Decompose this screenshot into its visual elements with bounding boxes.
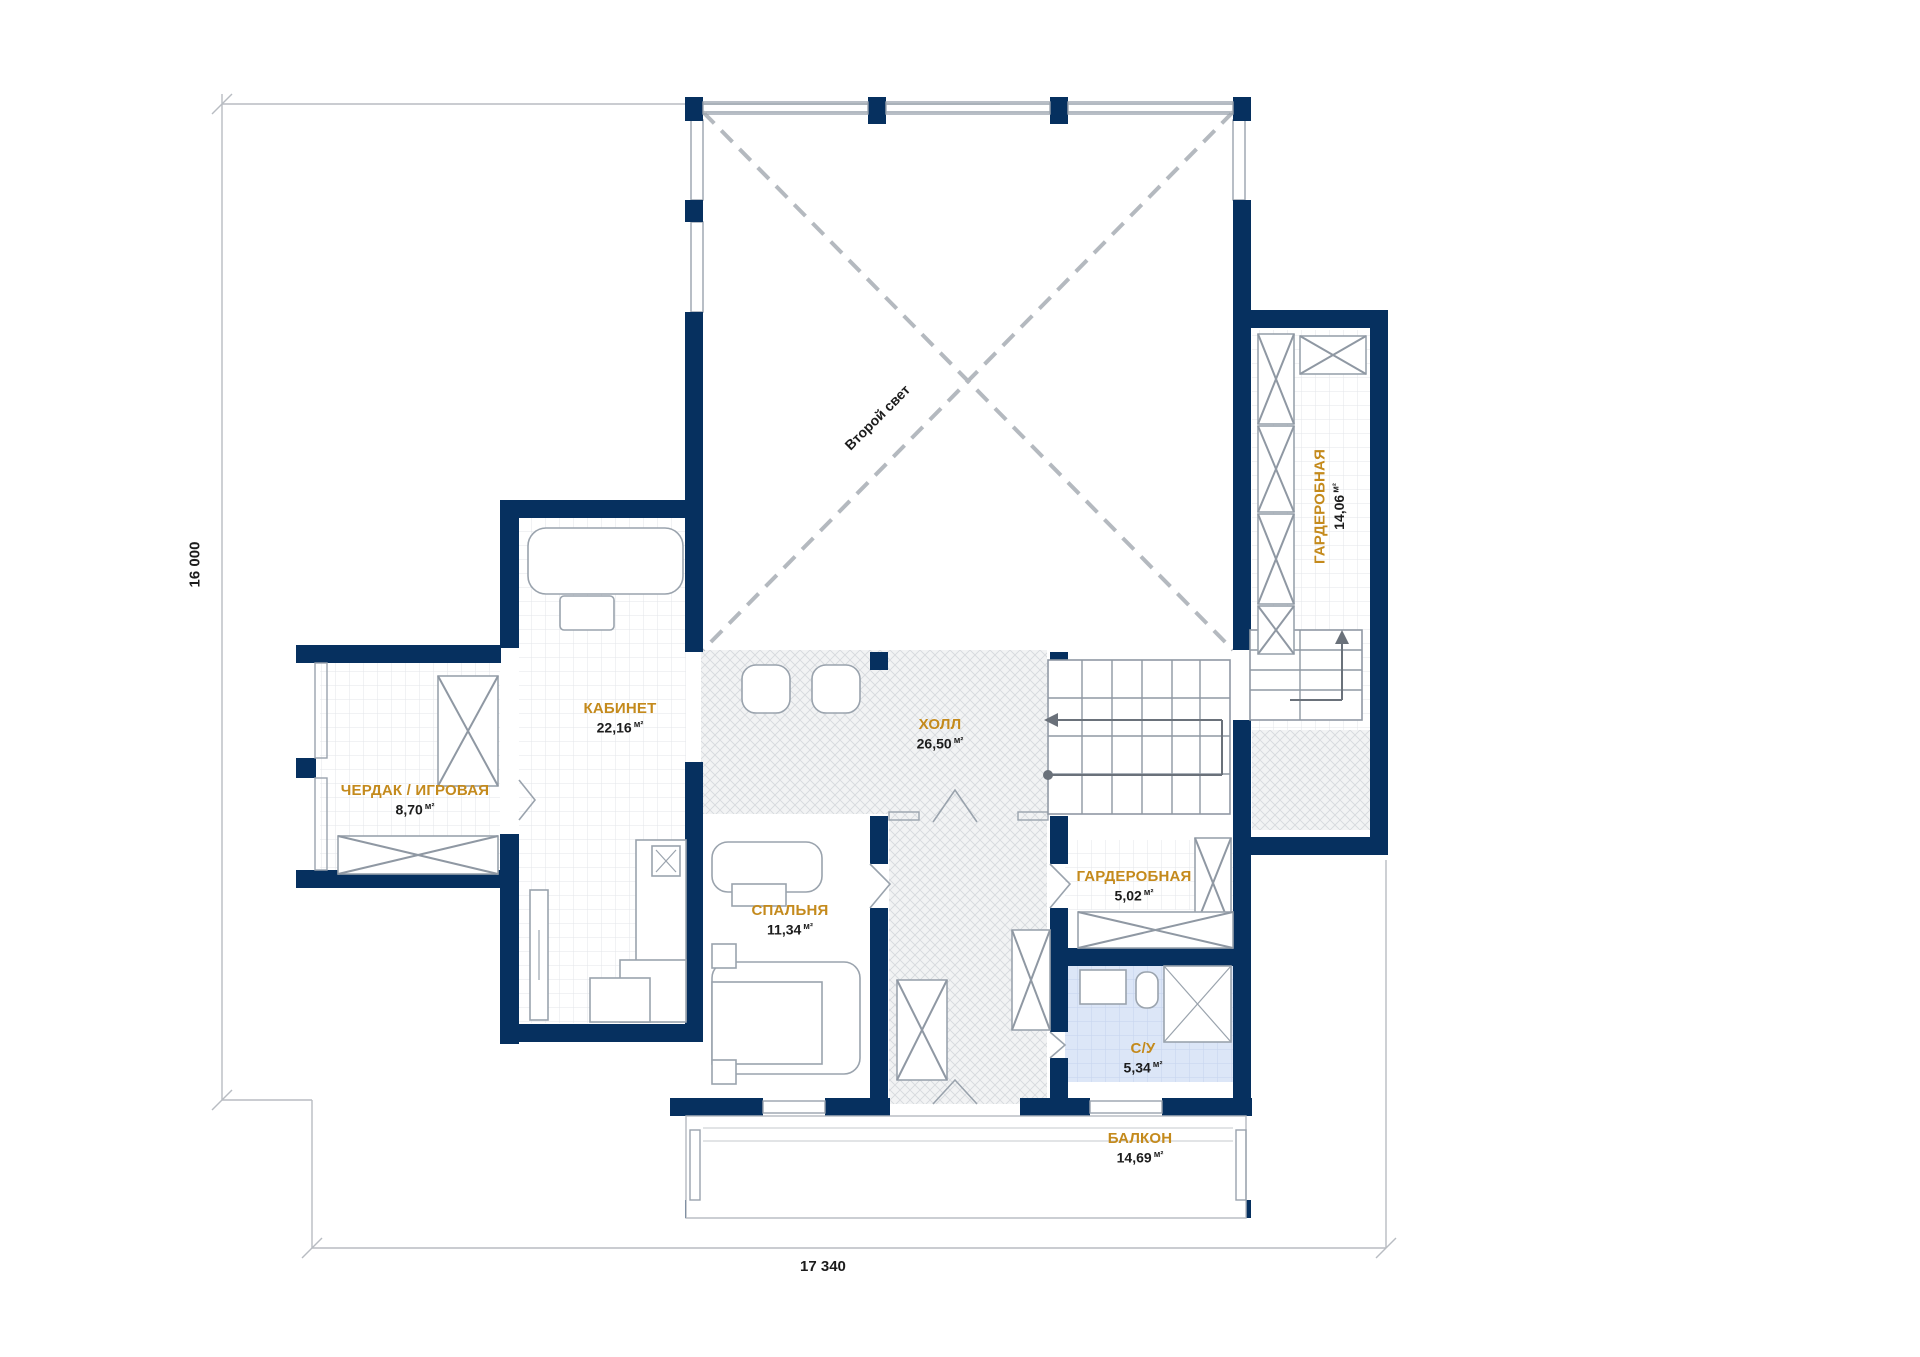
- balcony-railing: [685, 1115, 1247, 1219]
- room-bedroom-name: СПАЛЬНЯ: [751, 902, 829, 919]
- room-hall-name: ХОЛЛ: [918, 716, 962, 733]
- room-cabinet-name: КАБИНЕТ: [583, 700, 657, 717]
- height-dimension: 16 000: [186, 541, 204, 588]
- room-bathroom-name: С/У: [1130, 1040, 1156, 1057]
- room-wardrobe-large-name: ГАРДЕРОБНАЯ: [1311, 448, 1329, 564]
- windows: [314, 101, 1234, 1114]
- room-balcony-name: БАЛКОН: [1107, 1130, 1173, 1147]
- room-attic-name: ЧЕРДАК / ИГРОВАЯ: [340, 782, 490, 799]
- room-wardrobe-large: ГАРДЕРОБНАЯ 14,06м²: [1312, 436, 1349, 576]
- room-wardrobe-small-name: ГАРДЕРОБНАЯ: [1076, 868, 1192, 885]
- second-light-zone: [690, 103, 1246, 652]
- width-dimension: 17 340: [800, 1258, 846, 1275]
- room-wardrobe-large-area: 14,06м²: [1330, 483, 1347, 530]
- furniture: [337, 333, 1367, 1105]
- stairs: [1043, 629, 1363, 815]
